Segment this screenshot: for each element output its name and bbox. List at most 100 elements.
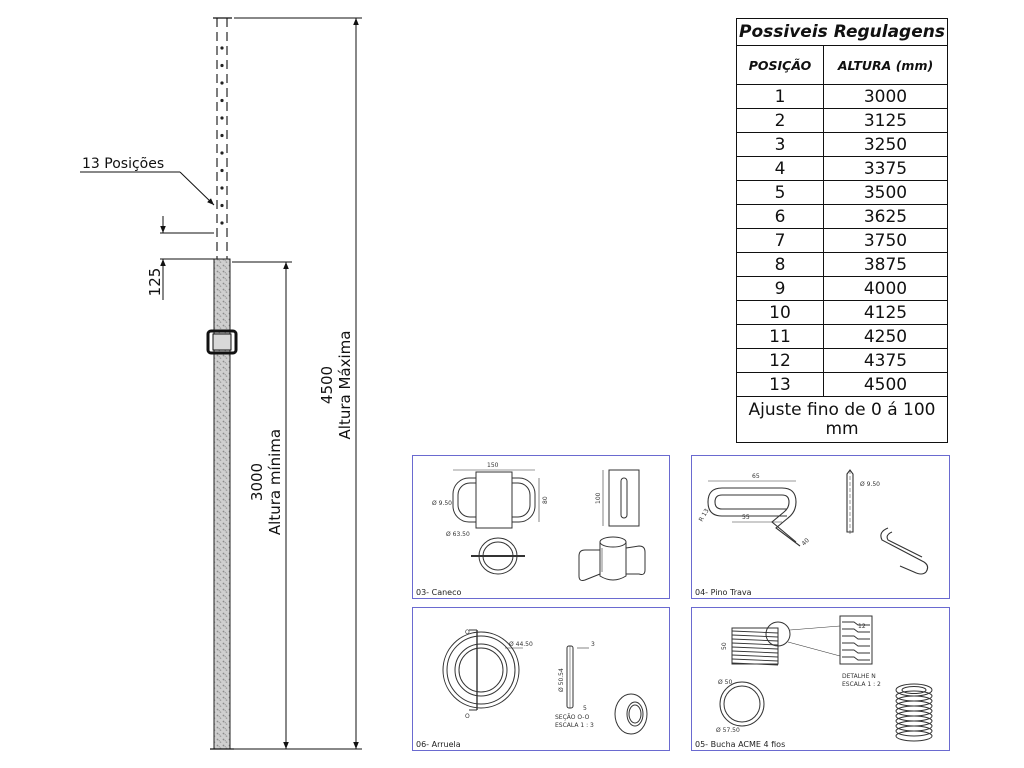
- thread-profile: [842, 656, 870, 661]
- cell-position: 4: [736, 156, 824, 181]
- caneco-clamp: [206, 329, 238, 355]
- pino-dim-radius: R 13: [698, 507, 711, 523]
- thread-line: [731, 630, 779, 634]
- cell-position: 11: [736, 324, 824, 349]
- thread-line: [731, 638, 779, 642]
- arruela-cut-top: O: [465, 629, 470, 636]
- adjustment-hole: [220, 151, 224, 155]
- cell-position: 5: [736, 180, 824, 205]
- caneco-views: 150 80 Ø 9.50 Ø 63.50 100: [432, 462, 646, 581]
- arruela-label: 06- Arruela: [416, 740, 461, 749]
- bucha-dim-height: 50: [721, 642, 728, 650]
- fine-adjust-note: Ajuste fino de 0 á 100 mm: [736, 396, 948, 443]
- table-title: Possiveis Regulagens: [736, 18, 948, 46]
- cell-height: 4000: [823, 276, 948, 301]
- cell-height: 3250: [823, 132, 948, 157]
- max-height-value: 4500: [318, 366, 336, 404]
- bucha-dim-pitch: 12: [858, 623, 866, 630]
- positions-callout-label: 13 Posições: [82, 156, 164, 172]
- arruela-views: O O Ø 44.50 Ø 50.54 3 5 SEÇÃO O-O ESCALA…: [442, 629, 648, 735]
- detail-panel-bucha: 50 Ø 50 Ø 57.50 12 DETALHE N ESCALA 1 : …: [691, 607, 950, 751]
- pino-dim-angle: 40: [800, 537, 810, 547]
- thread-line: [731, 634, 779, 638]
- cell-position: 3: [736, 132, 824, 157]
- cell-height: 3375: [823, 156, 948, 181]
- outer-tube: [210, 258, 234, 750]
- min-height-label: Altura mínima: [266, 429, 284, 535]
- inner-tube: [213, 17, 232, 260]
- cell-height: 3750: [823, 228, 948, 253]
- adjustment-hole: [220, 186, 224, 190]
- adjustment-hole: [220, 168, 224, 173]
- max-height-label: Altura Máxima: [336, 331, 354, 440]
- pino-dim-inner: 55: [742, 514, 750, 521]
- max-height-dimension: [234, 17, 362, 750]
- bucha-dim-dia2: Ø 57.50: [716, 727, 740, 734]
- arruela-section-scale: ESCALA 1 : 3: [555, 722, 594, 729]
- pino-views: 65 55 R 13 40 Ø 9.50: [698, 469, 929, 575]
- cell-position: 7: [736, 228, 824, 253]
- thread-line: [731, 646, 779, 650]
- caneco-dim-side: 100: [595, 492, 602, 504]
- cell-position: 2: [736, 108, 824, 133]
- cell-position: 13: [736, 372, 824, 397]
- adjustment-hole: [220, 133, 224, 138]
- cell-height: 3875: [823, 252, 948, 277]
- detail-panel-arruela: O O Ø 44.50 Ø 50.54 3 5 SEÇÃO O-O ESCALA…: [412, 607, 670, 751]
- arruela-cut-bottom: O: [465, 713, 470, 720]
- adjustment-hole: [220, 63, 224, 68]
- pino-dim-length: 65: [752, 473, 760, 480]
- bucha-detail-scale: ESCALA 1 : 2: [842, 681, 881, 688]
- cell-height: 4500: [823, 372, 948, 397]
- cell-height: 4250: [823, 324, 948, 349]
- detail-panel-caneco: 150 80 Ø 9.50 Ø 63.50 100 03- Caneco: [412, 455, 670, 599]
- pino-label: 04- Pino Trava: [695, 588, 752, 597]
- cell-height: 3625: [823, 204, 948, 229]
- thread-profile: [842, 621, 870, 626]
- adjustment-hole: [220, 116, 224, 120]
- caneco-label: 03- Caneco: [416, 588, 462, 597]
- column-header-position: POSIÇÃO: [736, 45, 824, 85]
- thread-profile: [842, 628, 870, 633]
- cell-height: 4375: [823, 348, 948, 373]
- caneco-dim-tube: Ø 63.50: [446, 531, 470, 538]
- bushing-ring: [895, 725, 933, 737]
- bucha-label: 05- Bucha ACME 4 fios: [695, 740, 786, 749]
- cell-height: 3500: [823, 180, 948, 205]
- thread-line: [731, 642, 779, 646]
- cell-position: 9: [736, 276, 824, 301]
- cell-height: 4125: [823, 300, 948, 325]
- arruela-dim-inner: Ø 50.54: [558, 668, 565, 692]
- caneco-dim-width: 150: [487, 462, 499, 469]
- caneco-dim-height: 80: [542, 496, 549, 504]
- adjustment-holes: [220, 46, 224, 225]
- cell-position: 8: [736, 252, 824, 277]
- cell-position: 10: [736, 300, 824, 325]
- arruela-dim-outer: Ø 44.50: [509, 641, 533, 648]
- thread-line: [731, 650, 779, 654]
- thread-line: [731, 658, 779, 662]
- arruela-dim-gap: 5: [583, 705, 587, 712]
- cell-height: 3000: [823, 84, 948, 109]
- step-dimension: [160, 216, 214, 300]
- adjustment-hole: [220, 81, 224, 85]
- cell-position: 1: [736, 84, 824, 109]
- adjustment-table: Possiveis Regulagens POSIÇÃO ALTURA (mm)…: [736, 18, 948, 443]
- thread-profile: [842, 642, 870, 647]
- column-header-height: ALTURA (mm): [823, 45, 948, 85]
- thread-line: [731, 654, 779, 658]
- positions-callout: [80, 171, 215, 206]
- thread-line: [731, 662, 779, 666]
